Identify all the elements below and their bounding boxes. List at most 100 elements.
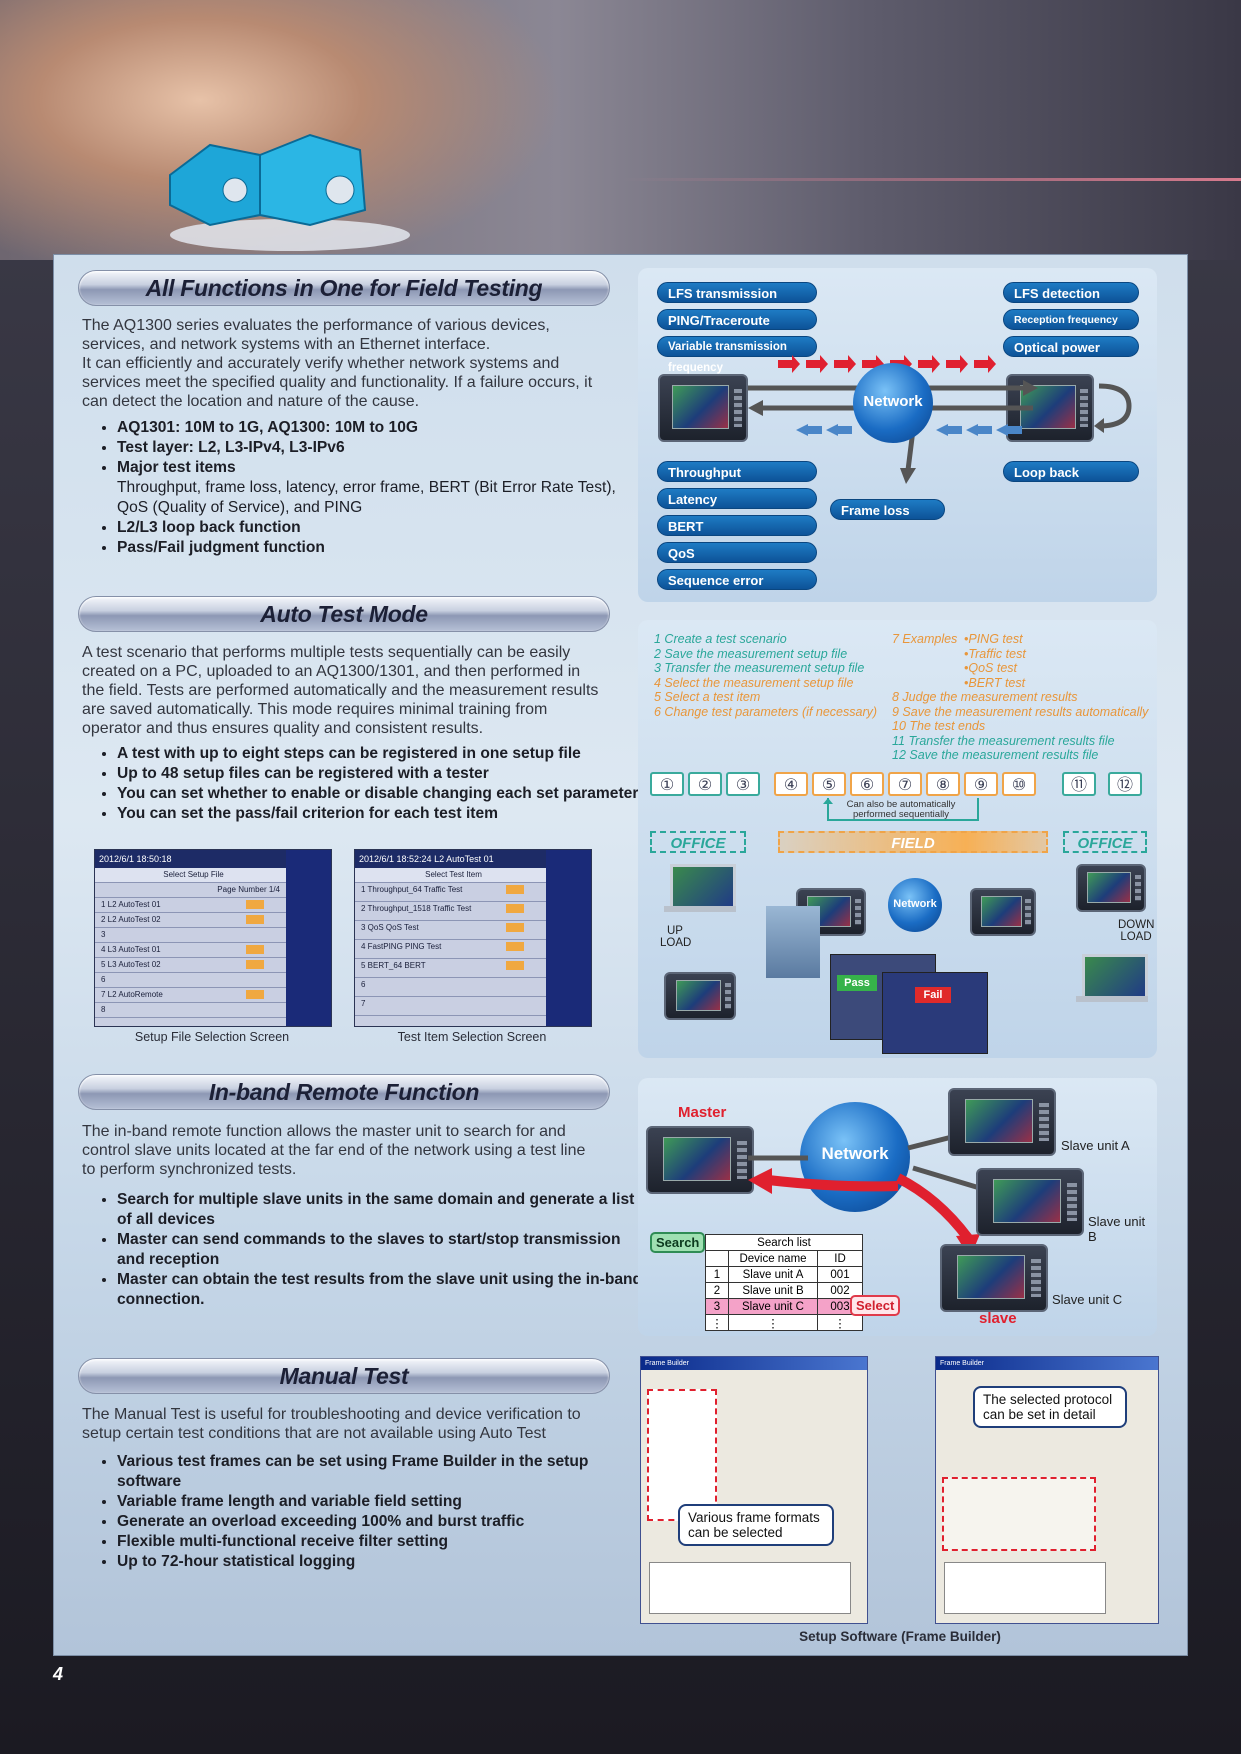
laptop-right-base [1076,996,1148,1002]
fiber-connector-image [169,133,410,251]
label-optical-power: Optical power [1003,336,1139,357]
screen-softkeys [286,850,331,1026]
screen-subheader: Select Test Item [355,868,546,883]
bullet-item: Up to 72-hour statistical logging [117,1552,647,1572]
bullet-item: Master can send commands to the slaves t… [117,1230,647,1270]
upload-label: UP LOAD [660,925,692,949]
test-item-selection-screen: 2012/6/1 18:52:24 L2 AutoTest 01 Select … [354,849,592,1027]
step-chevron-10: ⑩ [1002,772,1036,796]
office-left-banner: OFFICE [650,831,746,853]
label-lfs-transmission: LFS transmission [657,282,817,303]
slave-device-c [940,1244,1048,1312]
network-globe: Network [853,363,933,443]
screen-row: 7 L2 AutoRemote [95,988,286,1003]
step-chevron-9: ⑨ [964,772,998,796]
screen-row: 4 L3 AutoTest 01 [95,943,286,958]
tester-device-upload [664,972,736,1020]
label-sequence-error: Sequence error [657,569,817,590]
step-chevron-1: ① [650,772,684,796]
bullet-item: L2/L3 loop back function [117,518,647,538]
step-chevron-12: ⑫ [1108,772,1142,796]
bullet-item: Flexible multi-functional receive filter… [117,1532,647,1552]
slave-device-b [976,1168,1084,1236]
section-title-inband: In-band Remote Function [78,1074,610,1110]
bullet-item: AQ1301: 10M to 1G, AQ1300: 10M to 10G [117,418,647,438]
screen-header: 2012/6/1 18:50:18 [95,850,331,868]
slave-a-label: Slave unit A [1061,1138,1130,1153]
screen-body: Select Test Item 1 Throughput_64 Traffic… [355,868,546,1026]
auto-note: Can also be automatically performed sequ… [846,799,956,820]
slave-b-label: Slave unit B [1088,1214,1146,1244]
screen-row: 6 [95,973,286,988]
screen-row: 5 L3 AutoTest 02 [95,958,286,973]
step-chevron-6: ⑥ [850,772,884,796]
traffic-arrows [748,355,1038,484]
section-title-manual: Manual Test [78,1358,610,1394]
search-button[interactable]: Search [650,1232,706,1253]
screen-row: 2 L2 AutoTest 02 [95,913,286,928]
frame-builder-window-left: Frame Builder [640,1356,868,1624]
field-banner: FIELD [778,831,1048,853]
manual-para: The Manual Test is useful for troublesho… [82,1406,581,1442]
laptop-left [670,864,736,910]
screen-subheader: Select Setup File [95,868,286,883]
bullet-item: You can set the pass/fail criterion for … [117,804,647,824]
bullet-item: A test with up to eight steps can be reg… [117,744,647,764]
protocol-detail-area[interactable] [942,1477,1096,1551]
screen-row: 7 [355,997,546,1016]
screen-header: 2012/6/1 18:52:24 L2 AutoTest 01 [355,850,591,868]
setup-file-selection-screen: 2012/6/1 18:50:18 Select Setup File Page… [94,849,332,1027]
label-loop-back: Loop back [1003,461,1139,482]
technician-photo [766,906,820,978]
select-button[interactable]: Select [850,1295,901,1316]
screen-row: 6 [355,978,546,997]
bullet-item: Various test frames can be set using Fra… [117,1452,647,1492]
step-chevron-5: ⑤ [812,772,846,796]
bullet-item: Pass/Fail judgment function [117,538,647,558]
result-screen-fail: Fail [882,972,988,1054]
slave-label: slave [979,1310,1017,1327]
label-throughput: Throughput [657,461,817,482]
screen-row: 4 FastPING PING Test [355,940,546,959]
screen1-caption: Setup File Selection Screen [134,1030,290,1044]
bullet-item: Master can obtain the test results from … [117,1270,647,1310]
examples-list: •PING test •Traffic test •QoS test •BERT… [964,632,1026,690]
table-header-row: Device name ID [705,1250,863,1267]
step-chevron-4: ④ [774,772,808,796]
inband-para: The in-band remote function allows the m… [82,1123,586,1178]
step-chevron-7: ⑦ [888,772,922,796]
label-bert: BERT [657,515,817,536]
label-variable-transmission: Variable transmission frequency [657,336,817,374]
bullet-item: Generate an overload exceeding 100% and … [117,1512,647,1532]
bullet-item: Variable frame length and variable field… [117,1492,647,1512]
screen-row: 2 Throughput_1518 Traffic Test [355,902,546,921]
slave-device-a [948,1088,1056,1156]
laptop-left-base [664,906,736,912]
hero-photo [0,0,1241,260]
steps-list-right: 8 Judge the measurement results 9 Save t… [892,690,1149,762]
examples-label: 7 Examples [892,632,958,646]
frame-format-list[interactable] [647,1389,717,1521]
table-row: ⋮⋮⋮ [705,1314,863,1331]
label-latency: Latency [657,488,817,509]
label-ping-traceroute: PING/Traceroute [657,309,817,330]
screen-row: 3 QoS QoS Test [355,921,546,940]
step-chevron-2: ② [688,772,722,796]
screen-row: 1 L2 AutoTest 01 [95,898,286,913]
network-globe-small: Network [888,878,942,932]
bullet-item: Up to 48 setup files can be registered w… [117,764,647,784]
download-label: DOWN LOAD [1118,919,1155,943]
window-title: Frame Builder [936,1357,1158,1370]
laptop-right [1082,954,1148,1000]
bullet-text: Major test items [117,459,236,476]
frame-pattern-area [649,1562,851,1614]
steps-list-left: 1 Create a test scenario 2 Save the meas… [654,632,878,719]
diagram-test-functions: LFS transmission PING/Traceroute Variabl… [638,268,1157,602]
step-chevron-11: ⑪ [1062,772,1096,796]
inband-bullets: Search for multiple slave units in the s… [82,1190,647,1310]
